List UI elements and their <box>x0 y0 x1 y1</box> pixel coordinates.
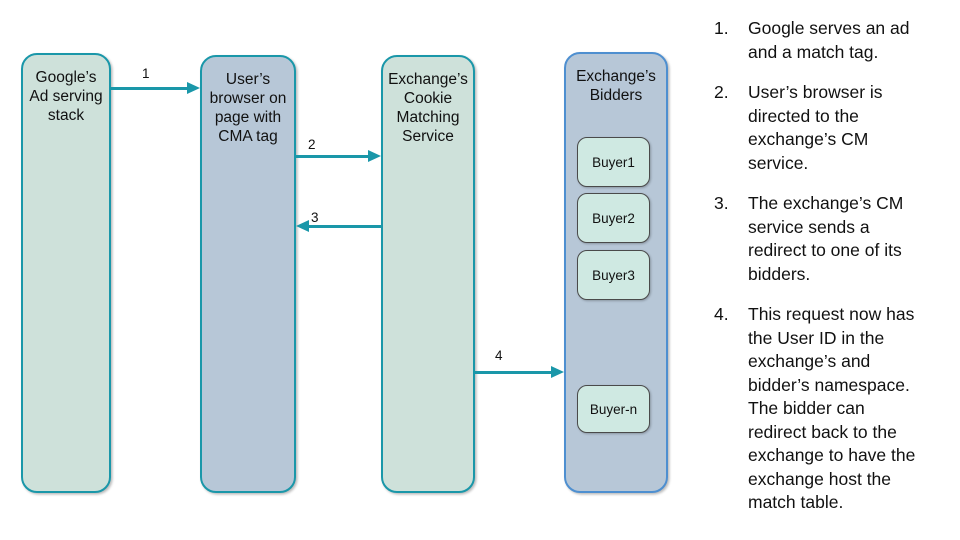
arrow-head-right-icon <box>551 366 564 378</box>
steps-list: 1. Google serves an ad and a match tag. … <box>700 17 956 532</box>
step-item-4: 4. This request now has the User ID in t… <box>700 303 956 515</box>
node-exchange-cookie-matching-service: Exchange’s Cookie Matching Service <box>381 55 475 493</box>
step-number: 2. <box>714 82 729 102</box>
arrow-1-right-icon <box>110 82 200 94</box>
arrow-2-right-icon <box>296 150 381 162</box>
arrow-4-right-icon <box>475 366 564 378</box>
step-text: Google serves an ad and a match tag. <box>748 18 910 62</box>
arrow-label-3: 3 <box>311 210 319 225</box>
arrow-shaft <box>296 154 368 158</box>
node-user-browser: User’s browser on page with CMA tag <box>200 55 296 493</box>
step-text: The exchange’s CM service sends a redire… <box>748 193 904 284</box>
step-text: User’s browser is directed to the exchan… <box>748 82 883 173</box>
arrow-3-left-icon <box>296 220 381 232</box>
buyer-n-box: Buyer-n <box>577 385 650 433</box>
arrow-shaft <box>110 86 187 90</box>
arrow-label-1: 1 <box>142 66 150 81</box>
arrow-head-right-icon <box>368 150 381 162</box>
step-number: 3. <box>714 193 729 213</box>
node-google-ad-serving-stack: Google’s Ad serving stack <box>21 53 111 493</box>
arrow-shaft <box>309 224 381 228</box>
step-item-1: 1. Google serves an ad and a match tag. <box>700 17 956 64</box>
buyer1-box: Buyer1 <box>577 137 650 187</box>
step-text: This request now has the User ID in the … <box>748 304 916 512</box>
step-item-3: 3. The exchange’s CM service sends a red… <box>700 192 956 286</box>
buyer3-box: Buyer3 <box>577 250 650 300</box>
arrow-shaft <box>475 370 551 374</box>
arrow-head-right-icon <box>187 82 200 94</box>
step-number: 4. <box>714 304 729 324</box>
arrow-label-4: 4 <box>495 348 503 363</box>
step-number: 1. <box>714 18 729 38</box>
arrow-head-left-icon <box>296 220 309 232</box>
buyer2-box: Buyer2 <box>577 193 650 243</box>
step-item-2: 2. User’s browser is directed to the exc… <box>700 81 956 175</box>
arrow-label-2: 2 <box>308 137 316 152</box>
